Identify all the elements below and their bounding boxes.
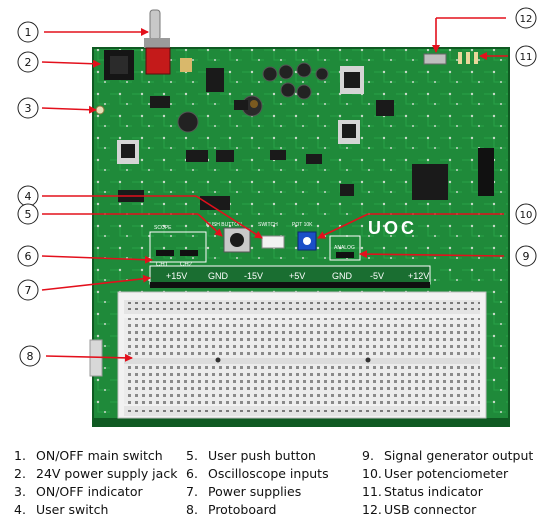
user-switch[interactable] [261,235,285,249]
board-diagram: UOC PUSH BUTTON SWITCH POT 10K SCOPE CH1… [17,7,537,427]
fuse [180,58,192,72]
silk-switch: SWITCH [258,222,278,228]
power-label: +12V [408,271,429,281]
callout-number: 7 [25,284,32,297]
callout-5: 5 [17,203,39,225]
legend-number: 2. [14,466,26,481]
power-label: -5V [370,271,384,281]
legend-label: ON/OFF indicator [36,484,143,499]
legend-number: 12. [362,502,382,517]
callout-7: 7 [17,279,39,301]
inductor [250,100,258,108]
callout-10: 10 [515,203,537,225]
legend-label: 24V power supply jack [36,466,178,481]
legend-item: 2. 24V power supply jack [14,466,177,481]
legend-label: Signal generator output [384,448,534,463]
callout-number: 9 [523,250,530,263]
board-logo: UOC [368,218,417,238]
protoboard[interactable] [89,291,487,419]
silk-scope: SCOPE [154,225,172,231]
legend-item: 6. Oscilloscope inputs [186,466,329,481]
legend-item: 7. Power supplies [186,484,301,499]
legend-number: 10. [362,466,382,481]
callout-4: 4 [17,185,39,207]
power-label: -15V [244,271,263,281]
status-leds [458,52,478,64]
power-label: GND [208,271,229,281]
legend-label: USB connector [384,502,477,517]
callout-number: 8 [27,350,34,363]
integrated-circuits [118,68,448,210]
legend-item: 9. Signal generator output [362,448,533,463]
callout-11: 11 [515,45,537,67]
callout-3: 3 [17,97,39,119]
silk-pot: POT 10K [292,222,313,228]
legend-label: Status indicator [384,484,483,499]
oscilloscope-inputs[interactable] [149,231,207,263]
legend-label: User push button [208,448,316,463]
power-led [95,105,105,115]
callout-number: 3 [25,102,32,115]
silk-ch1: CH1 [156,262,169,268]
usb-connector[interactable] [423,53,447,65]
legend-label: ON/OFF main switch [36,448,163,463]
callout-8: 8 [19,345,41,367]
header-connector [478,148,494,196]
main-switch[interactable] [144,9,171,75]
legend-label: Oscilloscope inputs [208,466,329,481]
legend-number: 11. [362,484,382,499]
legend-item: 12.USB connector [362,502,476,517]
legend-label: Protoboard [208,502,277,517]
legend-number: 1. [14,448,26,463]
legend-item: 3. ON/OFF indicator [14,484,143,499]
user-potentiometer[interactable] [297,231,317,251]
silk-push-button: PUSH BUTTON [206,222,242,228]
callout-6: 6 [17,245,39,267]
legend-item: 8. Protoboard [186,502,276,517]
silk-analog: ANALOG [334,245,355,251]
callout-number: 11 [520,52,533,63]
legend-number: 9. [362,448,374,463]
callout-number: 10 [520,210,533,221]
power-label: GND [332,271,353,281]
legend-number: 6. [186,466,198,481]
power-label: +15V [166,271,187,281]
power-label: +5V [289,271,305,281]
signal-generator-output[interactable] [329,235,361,261]
user-push-button[interactable] [223,227,251,253]
callout-number: 5 [25,208,32,221]
callout-2: 2 [17,51,39,73]
callout-number: 12 [520,14,533,25]
legend-item: 11.Status indicator [362,484,483,499]
callout-number: 2 [25,56,32,69]
callout-arrows [41,17,508,362]
callout-1: 1 [17,21,39,43]
legend-number: 4. [14,502,26,517]
legend-number: 8. [186,502,198,517]
legend: 1. ON/OFF main switch 2. 24V power supply j… [0,448,550,531]
voltage-regulators [117,66,364,164]
legend-label: User switch [36,502,109,517]
legend-item: 4. User switch [14,502,108,517]
callout-number: 4 [25,190,32,203]
callout-9: 9 [515,245,537,267]
silk-ch2: CH2 [180,262,193,268]
legend-number: 7. [186,484,198,499]
legend-item: 5. User push button [186,448,316,463]
power-jack[interactable] [104,50,134,80]
callout-12: 12 [515,7,537,29]
legend-item: 10.User potenciometer [362,466,508,481]
legend-number: 3. [14,484,26,499]
legend-label: User potenciometer [384,466,509,481]
pcb-bottom-edge [93,418,509,426]
legend-item: 1. ON/OFF main switch [14,448,163,463]
legend-label: Power supplies [208,484,302,499]
callout-number: 6 [25,250,32,263]
callout-number: 1 [25,26,32,39]
legend-number: 5. [186,448,198,463]
power-labels: +15V GND -15V +5V GND -5V +12V [166,271,429,281]
